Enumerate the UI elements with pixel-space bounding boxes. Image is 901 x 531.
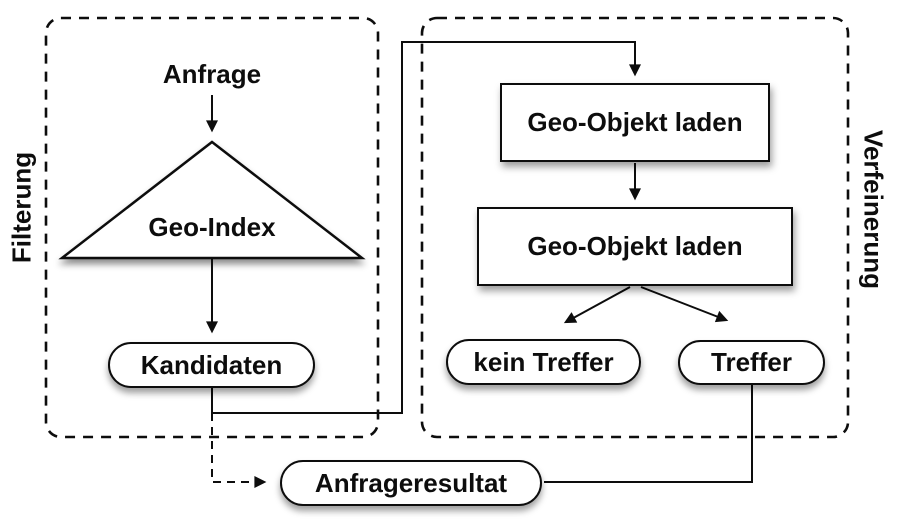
edge-load2-to-treffer <box>640 286 729 323</box>
anfrageresultat-node: Anfrageresultat <box>280 460 542 506</box>
treffer-node: Treffer <box>678 340 825 385</box>
geo-index-label: Geo-Index <box>148 212 276 242</box>
geo-objekt-laden-box-1: Geo-Objekt laden <box>500 83 770 162</box>
filterung-region-border <box>44 16 380 439</box>
edge-kandidaten-to-result-dashed <box>211 413 267 488</box>
verfeinerung-region-label: Verfeinerung <box>858 130 889 289</box>
edge-load2-to-kein-treffer <box>563 286 631 324</box>
kandidaten-node: Kandidaten <box>108 342 315 388</box>
edge-treffer-to-result <box>544 385 753 483</box>
anfrage-label: Anfrage <box>162 59 262 89</box>
verfeinerung-region-border <box>420 16 850 439</box>
geo-index-triangle <box>58 140 366 260</box>
geo-objekt-laden-box-2: Geo-Objekt laden <box>477 207 793 286</box>
edge-kandidaten-to-load1 <box>211 41 641 414</box>
filterung-region-label: Filterung <box>6 151 37 264</box>
kein-treffer-node: kein Treffer <box>446 339 641 385</box>
